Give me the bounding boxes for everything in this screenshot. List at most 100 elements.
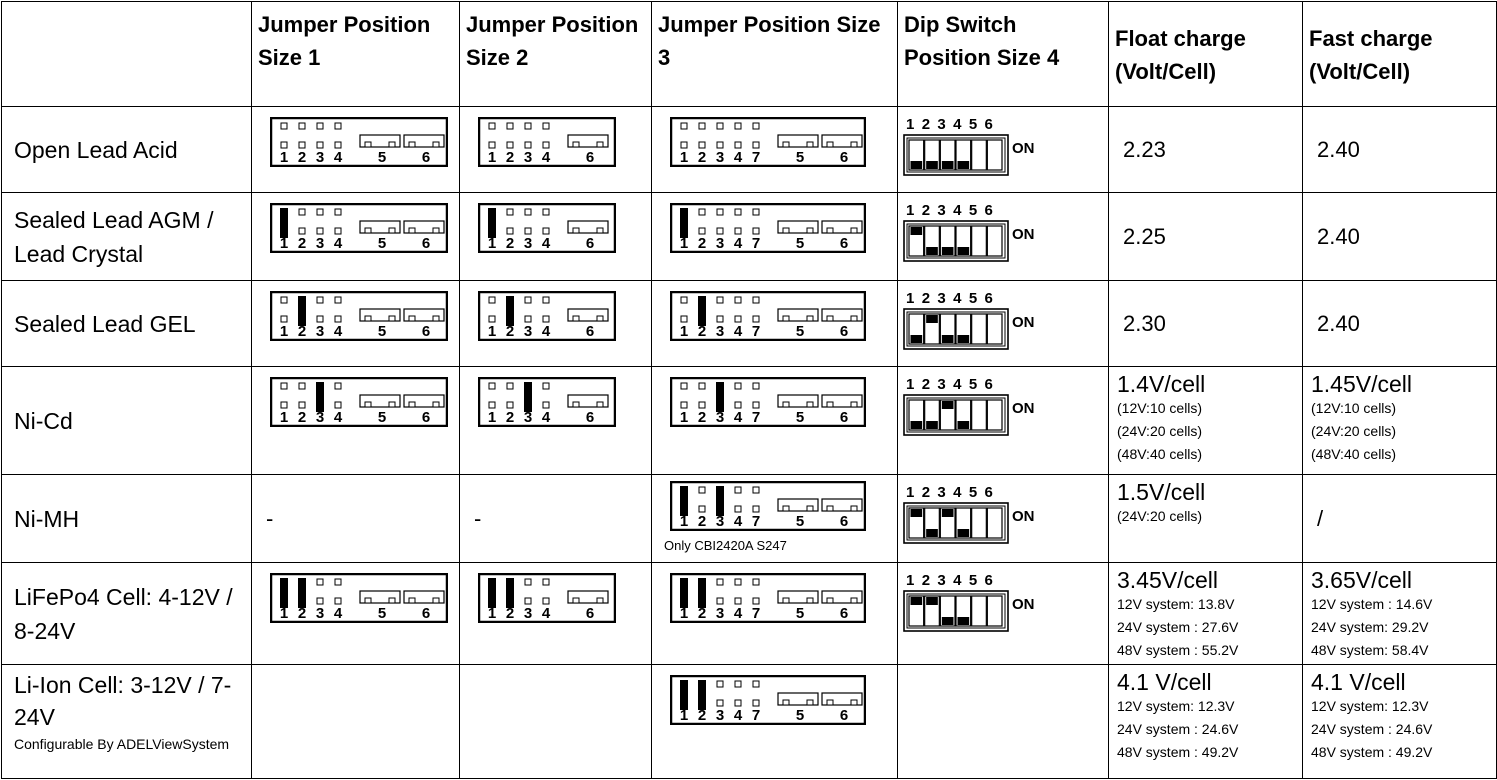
float-charge-cell: 2.23 [1108,106,1303,193]
jumper-pair-label: 6 [586,235,594,252]
jumper-cap [698,296,706,326]
jumper-pin [280,315,288,323]
jumper-pin [734,505,742,513]
dip-number-label: 1 2 3 4 5 6 [906,484,995,501]
float-charge-value: 2.23 [1123,136,1166,162]
jumper-pin [488,122,496,130]
jumper-pin [698,382,706,390]
header-jumper-size2: Jumper Position Size 2 [459,1,652,107]
jumper-pin-label: 2 [298,149,306,166]
jumper-pair-label: 5 [796,149,804,166]
jumper-pin [524,578,532,586]
battery-type-note: Configurable By ADELViewSystem [14,736,230,752]
dip-switch-diagram: 1 2 3 4 5 6ON [903,376,1035,436]
float-charge-cell: 2.30 [1108,280,1303,367]
jumper-pair-label: 5 [796,513,804,530]
dip-switch-knob [957,161,970,169]
jumper-pin-label: 2 [698,149,706,166]
jumper-pair-label: 6 [422,409,430,426]
jumper-pair-label: 6 [840,323,848,340]
header-fast-charge: Fast charge (Volt/Cell) [1302,1,1497,107]
battery-type-label: Ni-MH [14,505,80,532]
jumper-cap [524,382,532,412]
jumper-pin [716,578,724,586]
jumper-pin [506,382,514,390]
jumper-pin [752,141,760,149]
jumper-pin [316,315,324,323]
jumper-pin [752,122,760,130]
jumper-pair-label: 5 [378,149,386,166]
dip-switch-knob [926,597,938,605]
jumper-pin [680,122,688,130]
float-charge-detail: (24V:20 cells) [1117,508,1203,524]
jumper-pin-label: 1 [280,409,288,426]
jumper-pin [734,401,742,409]
battery-type-label: Sealed Lead AGM / Lead Crystal [14,206,214,267]
jumper-pin [334,227,342,235]
header-row: Jumper Position Size 1 Jumper Position S… [1,1,1497,107]
dip-number-label: 1 2 3 4 5 6 [906,572,995,589]
header-blank [1,1,252,107]
jumper-pin [734,122,742,130]
dip-on-label: ON [1012,314,1035,331]
jumper-pin [542,578,550,586]
jumper-pin [698,486,706,494]
jumper-pin [488,382,496,390]
dip-switch-knob [910,335,923,343]
jumper-pin [280,296,288,304]
jumper-pin [524,208,532,216]
jumper-pin-label: 3 [716,513,724,530]
dip-switch-knob [957,421,970,429]
jumper-pin-label: 1 [280,323,288,340]
dip-switch [986,399,1003,431]
jumper-pin-label: 2 [298,235,306,252]
jumper-pair-label: 5 [378,409,386,426]
float-charge-value: 3.45V/cell [1117,567,1219,593]
jumper-pin-label: 3 [716,235,724,252]
dip-switch [971,399,987,431]
jumper-pin [316,296,324,304]
jumper-cap [680,578,688,608]
jumper-pin [334,315,342,323]
jumper-pair-label: 5 [796,409,804,426]
jumper-pin [698,208,706,216]
jumper-pin [716,227,724,235]
jumper-pin [716,315,724,323]
jumper-pin-label: 3 [316,409,324,426]
dip-on-label: ON [1012,596,1035,613]
dip-switch-knob [941,509,954,517]
jumper-pin-label: 3 [716,707,724,724]
dip-switch-knob [910,161,923,169]
dip-switch-knob [941,335,954,343]
fast-charge-detail: 24V system : 24.6V [1311,721,1433,737]
jumper-pin [698,141,706,149]
fast-charge-value: 2.40 [1317,310,1360,336]
float-charge-value: 2.30 [1123,310,1166,336]
jumper-pin [716,141,724,149]
jumper-pair-label: 6 [840,513,848,530]
jumper-pin [734,486,742,494]
jumper-size2-cell: - [459,474,652,563]
fast-charge-value: 2.40 [1317,223,1360,249]
jumper-pin [280,141,288,149]
jumper-pin-label: 1 [680,605,688,622]
jumper-pin [334,122,342,130]
jumper-pin-label: 1 [488,235,496,252]
float-charge-detail: 12V system: 12.3V [1117,698,1235,714]
jumper-pin-label: 4 [734,513,743,530]
jumper-pin-label: 4 [542,605,551,622]
jumper-cap [506,578,514,608]
